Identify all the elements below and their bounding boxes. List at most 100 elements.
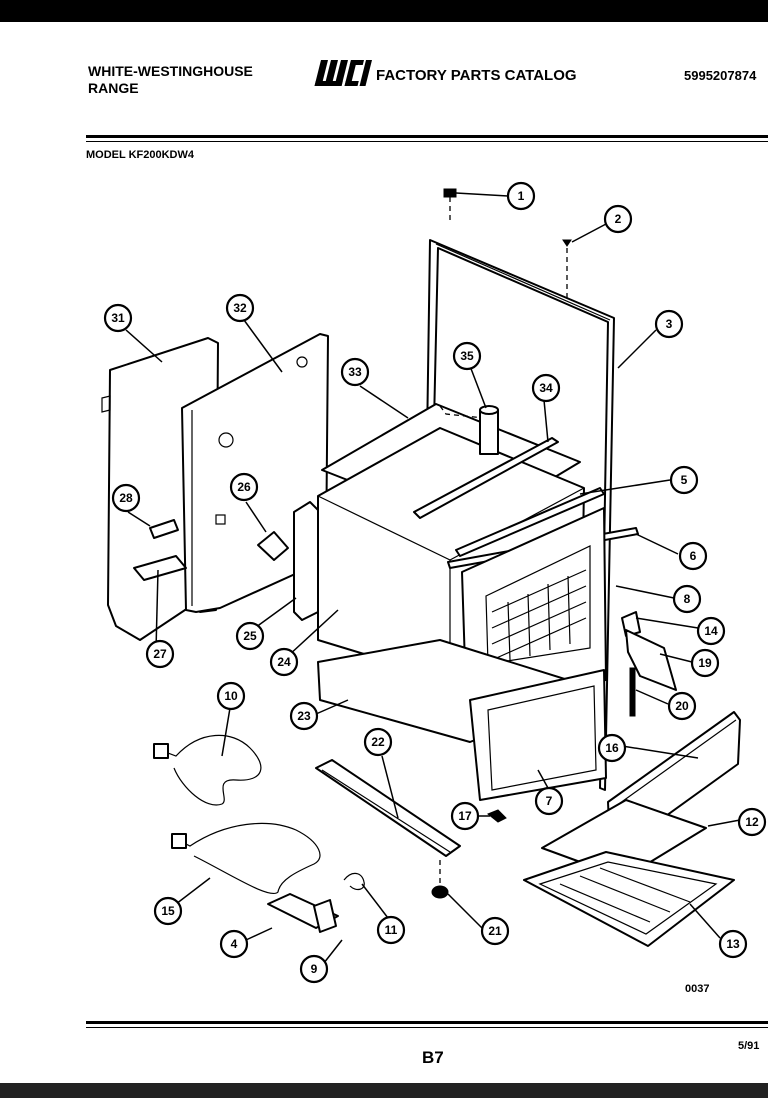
footer-rule-thin	[86, 1027, 768, 1028]
part-7-door	[469, 669, 607, 801]
callout-label: 4	[231, 937, 238, 951]
part-13-broiler-pan	[523, 851, 735, 947]
callout-5: 5	[669, 465, 699, 495]
callout-label: 24	[277, 655, 291, 669]
callout-label: 13	[726, 937, 740, 951]
callout-label: 33	[348, 365, 362, 379]
callout-label: 15	[161, 904, 175, 918]
callout-17: 17	[450, 801, 480, 831]
part-35-vent-tube	[479, 405, 499, 455]
drawing-code: 0037	[685, 983, 710, 995]
callout-label: 1	[518, 189, 525, 203]
part-5-rail	[455, 487, 605, 557]
part-9-bracket	[313, 899, 337, 933]
callout-label: 8	[684, 592, 691, 606]
callout-20: 20	[667, 691, 697, 721]
callout-label: 21	[488, 924, 502, 938]
model-label: MODEL KF200KDW4	[86, 149, 194, 161]
callout-label: 16	[605, 741, 619, 755]
callout-28: 28	[111, 483, 141, 513]
catalog-title: FACTORY PARTS CATALOG	[376, 67, 577, 84]
brand-line-1: WHITE-WESTINGHOUSE	[88, 63, 253, 79]
callout-6: 6	[678, 541, 708, 571]
callout-3: 3	[654, 309, 684, 339]
callout-12: 12	[737, 807, 767, 837]
header-rule-thin	[86, 141, 768, 142]
callout-31: 31	[103, 303, 133, 333]
callout-label: 22	[371, 735, 385, 749]
callout-33: 33	[340, 357, 370, 387]
callout-label: 20	[675, 699, 689, 713]
callout-label: 23	[297, 709, 311, 723]
part-34-rod	[413, 437, 559, 519]
callout-11: 11	[376, 915, 406, 945]
leader-lines	[125, 192, 741, 969]
callout-16: 16	[597, 733, 627, 763]
callout-19: 19	[690, 648, 720, 678]
callout-label: 31	[111, 311, 125, 325]
part-17-screw	[487, 809, 507, 823]
callout-label: 3	[666, 317, 673, 331]
part-22-channel	[315, 759, 461, 857]
callout-label: 10	[224, 689, 238, 703]
catalog-part-number: 5995207874	[684, 68, 757, 83]
callout-label: 12	[745, 815, 759, 829]
page-number: B7	[422, 1048, 444, 1067]
top-border-bar	[0, 0, 768, 22]
callout-24: 24	[269, 647, 299, 677]
part-21-leveling-foot	[431, 885, 449, 899]
part-26-grommet	[257, 531, 289, 561]
callout-label: 9	[311, 962, 318, 976]
callout-4: 4	[219, 929, 249, 959]
brand-line-2: RANGE	[88, 80, 139, 96]
footer-rule-thick	[86, 1021, 768, 1024]
part-15-broil-element	[177, 822, 321, 895]
callout-13: 13	[718, 929, 748, 959]
callout-label: 26	[237, 480, 251, 494]
part-32-inner-back	[181, 333, 329, 613]
part-20-pin	[629, 667, 636, 717]
callout-label: 34	[539, 381, 553, 395]
part-2-screw	[562, 239, 572, 300]
callout-label: 14	[704, 624, 718, 638]
callout-14: 14	[696, 616, 726, 646]
callout-9: 9	[299, 954, 329, 984]
callout-label: 35	[460, 349, 474, 363]
callout-label: 17	[458, 809, 472, 823]
callout-23: 23	[289, 701, 319, 731]
callout-22: 22	[363, 727, 393, 757]
callout-label: 27	[153, 647, 167, 661]
part-28-clip	[149, 519, 179, 539]
part-11-clip	[343, 872, 365, 891]
callout-label: 25	[243, 629, 257, 643]
callout-32: 32	[225, 293, 255, 323]
header-rule-thick	[86, 135, 768, 138]
callout-15: 15	[153, 896, 183, 926]
callout-label: 2	[615, 212, 622, 226]
callout-2: 2	[603, 204, 633, 234]
callout-label: 11	[385, 923, 398, 937]
callout-label: 19	[698, 656, 712, 670]
callout-7: 7	[534, 786, 564, 816]
wci-logo	[314, 60, 372, 86]
callout-8: 8	[672, 584, 702, 614]
callout-label: 32	[233, 301, 247, 315]
callout-27: 27	[145, 639, 175, 669]
part-25-insulation	[293, 501, 319, 621]
oven-rack	[491, 569, 587, 661]
callout-21: 21	[480, 916, 510, 946]
callout-label: 28	[119, 491, 133, 505]
callout-1: 1	[506, 181, 536, 211]
callout-25: 25	[235, 621, 265, 651]
revision-date: 5/91	[738, 1040, 760, 1052]
callout-26: 26	[229, 472, 259, 502]
part-10-bake-element	[159, 734, 262, 806]
callout-35: 35	[452, 341, 482, 371]
callout-label: 7	[546, 794, 553, 808]
bottom-border-bar	[0, 1083, 768, 1098]
part-19-hinge	[625, 629, 677, 691]
part-27-bracket	[133, 555, 187, 581]
callout-label: 5	[681, 473, 688, 487]
